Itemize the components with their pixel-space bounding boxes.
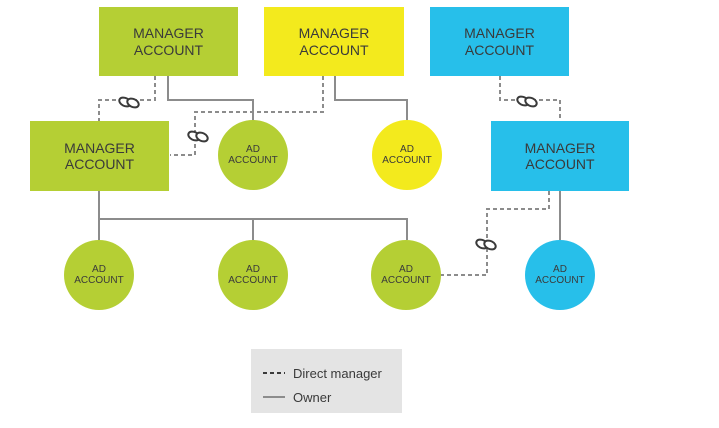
node-label-line2: ACCOUNT — [228, 275, 278, 286]
node-label-line1: AD — [400, 143, 414, 155]
node-label-line2: ACCOUNT — [299, 41, 369, 58]
legend: Direct manager Owner — [251, 349, 402, 413]
manager-account-top-blue: MANAGER ACCOUNT — [430, 7, 569, 76]
node-label-line2: ACCOUNT — [133, 41, 204, 58]
direct-manager-line-blue-top-to-blue-mid — [499, 76, 561, 121]
chain-link-icon — [118, 96, 140, 109]
node-label-line1: MANAGER — [298, 25, 370, 42]
node-label-line2: ACCOUNT — [382, 155, 432, 166]
manager-account-top-green: MANAGER ACCOUNT — [99, 7, 238, 76]
legend-item-owner: Owner — [251, 385, 402, 409]
node-label-line2: ACCOUNT — [381, 275, 431, 286]
ad-account-mid-yellow: AD ACCOUNT — [372, 120, 442, 190]
node-label-line1: MANAGER — [64, 139, 135, 156]
ad-account-bottom-1: AD ACCOUNT — [64, 240, 134, 310]
manager-account-mid-green: MANAGER ACCOUNT — [30, 121, 169, 191]
node-label-line2: ACCOUNT — [535, 275, 585, 286]
chain-link-icon — [187, 130, 209, 143]
dashed-line-icon — [263, 372, 285, 374]
node-label-line2: ACCOUNT — [525, 156, 595, 172]
legend-item-direct-manager: Direct manager — [251, 361, 402, 385]
owner-line-yellow-top-to-ad — [334, 76, 408, 120]
legend-label-direct-manager: Direct manager — [293, 365, 382, 381]
node-label-line1: MANAGER — [133, 25, 204, 42]
manager-account-mid-blue: MANAGER ACCOUNT — [491, 121, 629, 191]
node-label-line1: AD — [553, 263, 567, 275]
node-label-line1: MANAGER — [464, 25, 535, 42]
node-label-line2: ACCOUNT — [74, 275, 124, 286]
node-label-line1: AD — [246, 263, 260, 275]
node-label-line1: MANAGER — [524, 139, 596, 156]
direct-manager-line-blue-mid-to-ad — [441, 191, 550, 276]
chain-link-icon — [475, 238, 497, 251]
node-label-line2: ACCOUNT — [64, 156, 135, 172]
ad-account-bottom-blue: AD ACCOUNT — [525, 240, 595, 310]
node-label-line2: ACCOUNT — [464, 41, 535, 58]
ad-account-bottom-3: AD ACCOUNT — [371, 240, 441, 310]
direct-manager-line-yellow-top-to-green-mid — [170, 76, 324, 156]
node-label-line1: AD — [399, 263, 413, 275]
owner-line-green-top-to-ad — [167, 76, 254, 120]
chain-link-icon — [516, 95, 538, 108]
node-label-line1: AD — [246, 143, 260, 155]
manager-account-top-yellow: MANAGER ACCOUNT — [264, 7, 404, 76]
owner-line-green-mid-to-children — [98, 191, 408, 240]
ad-account-mid-green: AD ACCOUNT — [218, 120, 288, 190]
solid-line-icon — [263, 396, 285, 398]
legend-label-owner: Owner — [293, 389, 332, 405]
node-label-line1: AD — [92, 263, 106, 275]
node-label-line2: ACCOUNT — [228, 155, 278, 166]
ad-account-bottom-2: AD ACCOUNT — [218, 240, 288, 310]
